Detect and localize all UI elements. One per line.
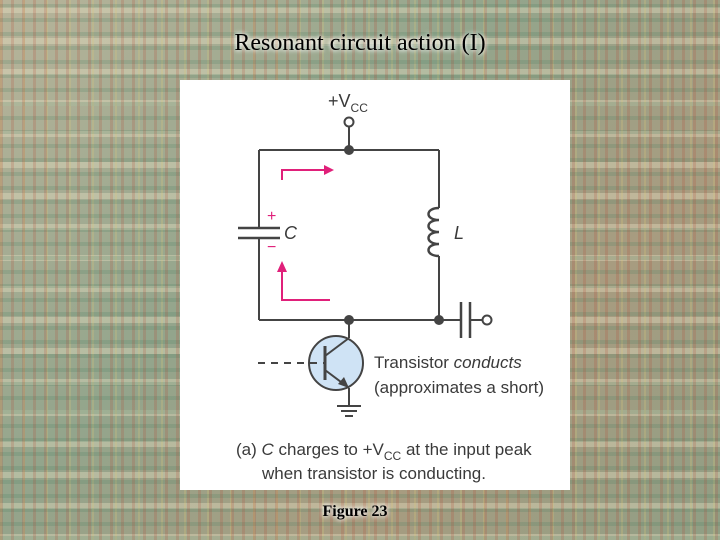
figure-caption-line2: when transistor is conducting. — [261, 464, 486, 483]
output-terminal — [481, 314, 493, 326]
transistor-collector-lead — [324, 337, 350, 357]
charge-arrow-top — [281, 169, 330, 180]
circuit-diagram: +VCC + − C L — [236, 91, 544, 483]
charge-arrow-bottom — [281, 265, 330, 301]
charge-arrowhead-bottom — [277, 261, 287, 272]
inductor-label: L — [454, 223, 464, 243]
capacitor-plus: + — [267, 208, 276, 225]
figure-caption-line1: (a) C charges to +VCC at the input peak — [236, 440, 532, 463]
inductor-coil — [427, 206, 440, 258]
capacitor-label: C — [284, 223, 298, 243]
circuit-figure: +VCC + − C L — [180, 80, 570, 490]
capacitor-minus: − — [267, 239, 276, 256]
figure-number: Figure 23 — [322, 503, 388, 520]
transistor-note-line2: (approximates a short) — [374, 378, 544, 397]
transistor-note-line1: Transistor conducts — [374, 353, 522, 372]
transistor-body — [308, 335, 364, 391]
supply-terminal — [343, 116, 355, 128]
supply-label: +VCC — [328, 91, 368, 115]
charge-arrowhead-top — [324, 165, 334, 175]
emitter-arrow-icon — [338, 377, 349, 388]
slide-title: Resonant circuit action (I) — [234, 30, 486, 56]
